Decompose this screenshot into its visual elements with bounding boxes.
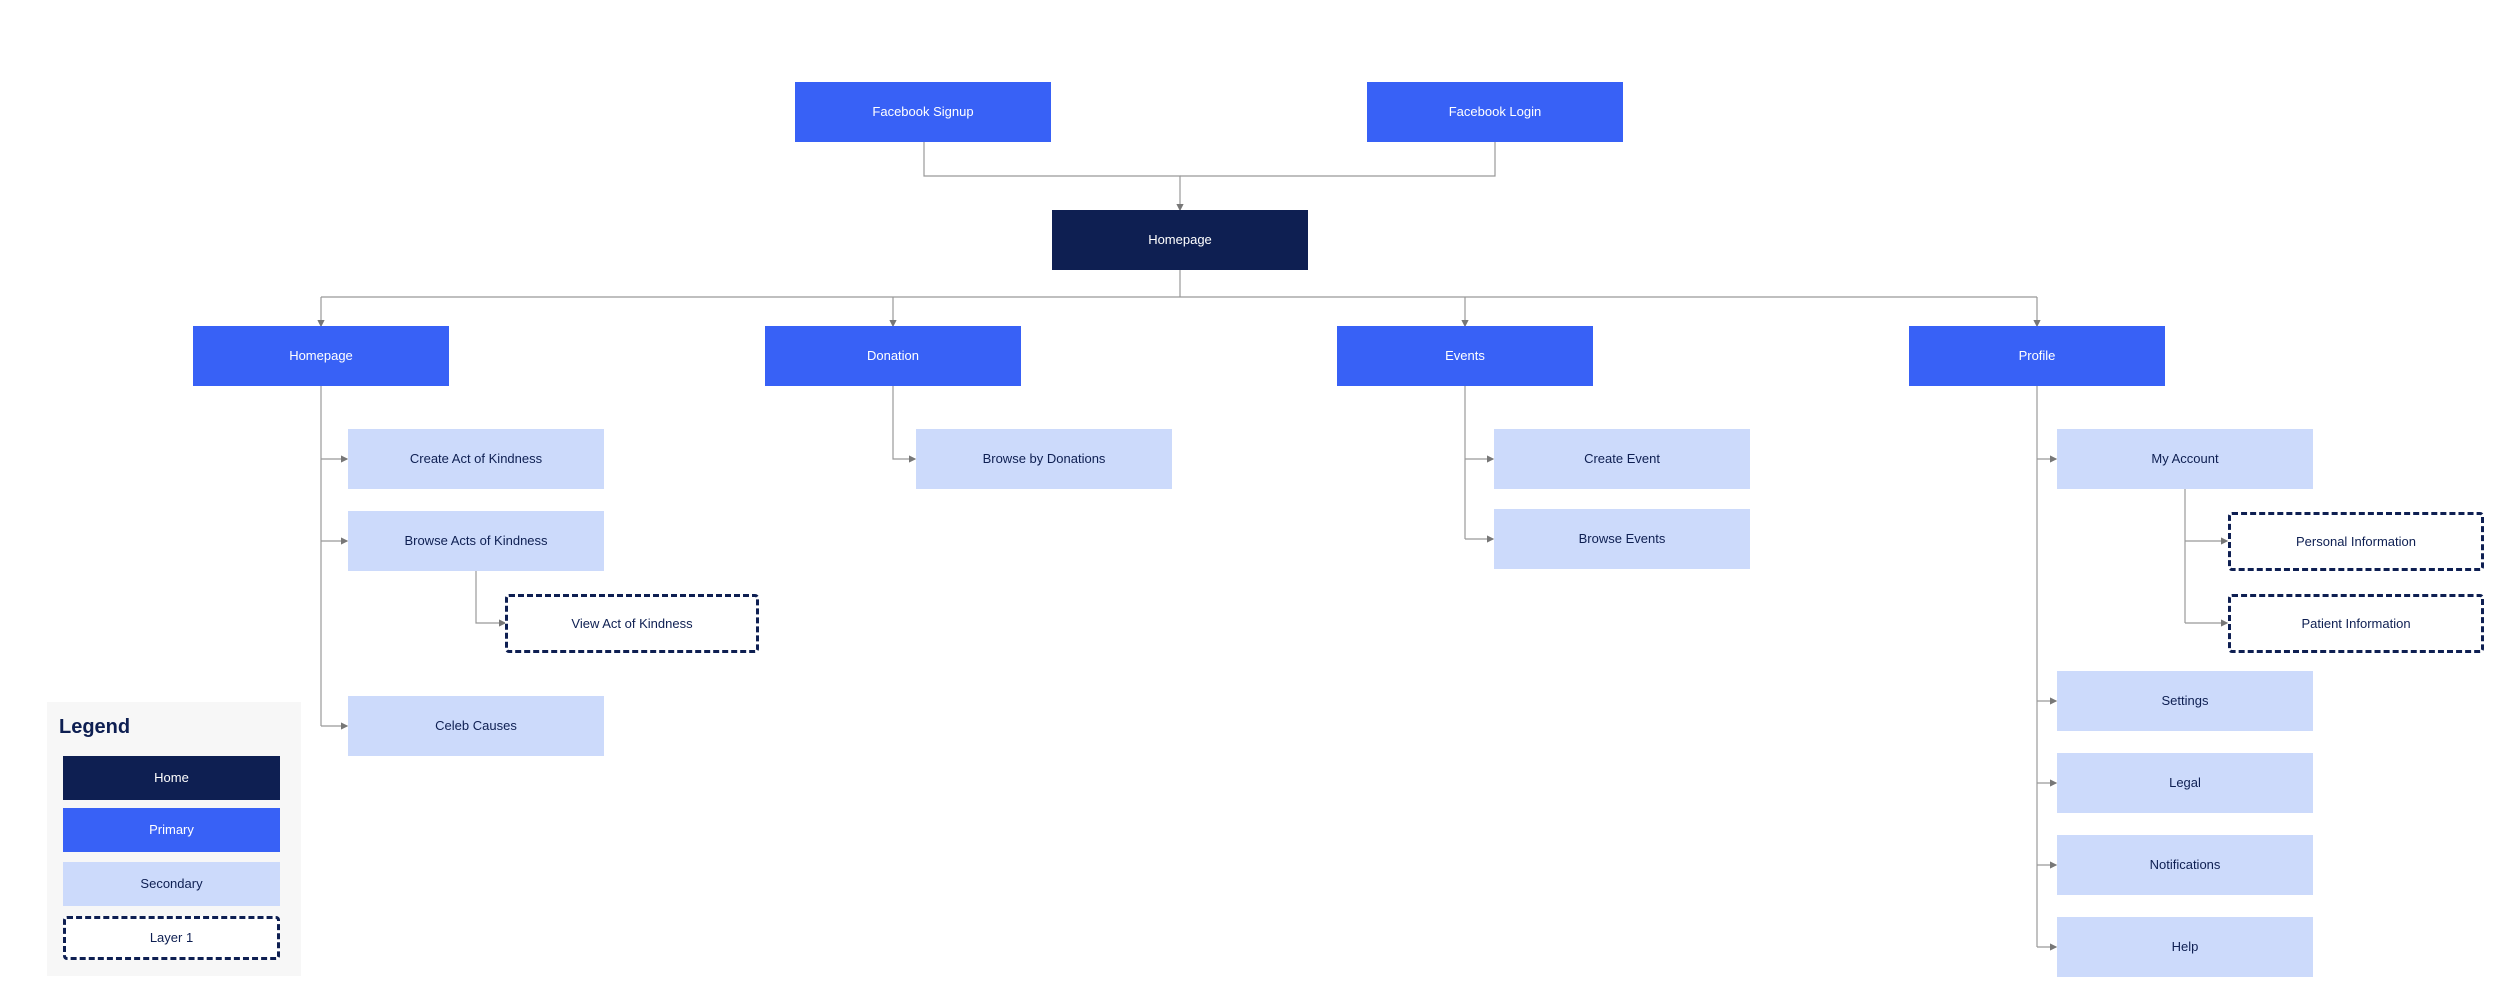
legend-home-swatch: Home: [63, 756, 280, 800]
my-account-node[interactable]: My Account: [2057, 429, 2313, 489]
connector-signup: [923, 142, 1184, 212]
facebook-signup-node[interactable]: Facebook Signup: [795, 82, 1051, 142]
patient-information-node[interactable]: Patient Information: [2228, 594, 2484, 653]
profile-node[interactable]: Profile: [1909, 326, 2165, 386]
homepage-node[interactable]: Homepage: [193, 326, 449, 386]
donation-node[interactable]: Donation: [765, 326, 1021, 386]
notifications-node[interactable]: Notifications: [2057, 835, 2313, 895]
legal-node[interactable]: Legal: [2057, 753, 2313, 813]
legend-title: Legend: [59, 716, 131, 738]
celeb-causes-node[interactable]: Celeb Causes: [348, 696, 604, 756]
legend-layer1-swatch: Layer 1: [63, 916, 280, 960]
create-act-of-kindness-node[interactable]: Create Act of Kindness: [348, 429, 604, 489]
browse-by-donations-node[interactable]: Browse by Donations: [916, 429, 1172, 489]
legend-secondary-swatch: Secondary: [63, 862, 280, 906]
browse-acts-of-kindness-node[interactable]: Browse Acts of Kindness: [348, 511, 604, 571]
homepage-root-node[interactable]: Homepage: [1052, 210, 1308, 270]
connector-donation-trunk: [892, 386, 917, 463]
legend-panel: Legend Home Primary Secondary Layer 1: [47, 702, 301, 976]
personal-information-node[interactable]: Personal Information: [2228, 512, 2484, 571]
legend-primary-swatch: Primary: [63, 808, 280, 852]
browse-events-node[interactable]: Browse Events: [1494, 509, 1750, 569]
help-node[interactable]: Help: [2057, 917, 2313, 977]
connector-view-act: [475, 570, 507, 627]
connector-login: [1180, 142, 1496, 177]
view-act-of-kindness-node[interactable]: View Act of Kindness: [505, 594, 759, 653]
settings-node[interactable]: Settings: [2057, 671, 2313, 731]
events-node[interactable]: Events: [1337, 326, 1593, 386]
create-event-node[interactable]: Create Event: [1494, 429, 1750, 489]
facebook-login-node[interactable]: Facebook Login: [1367, 82, 1623, 142]
